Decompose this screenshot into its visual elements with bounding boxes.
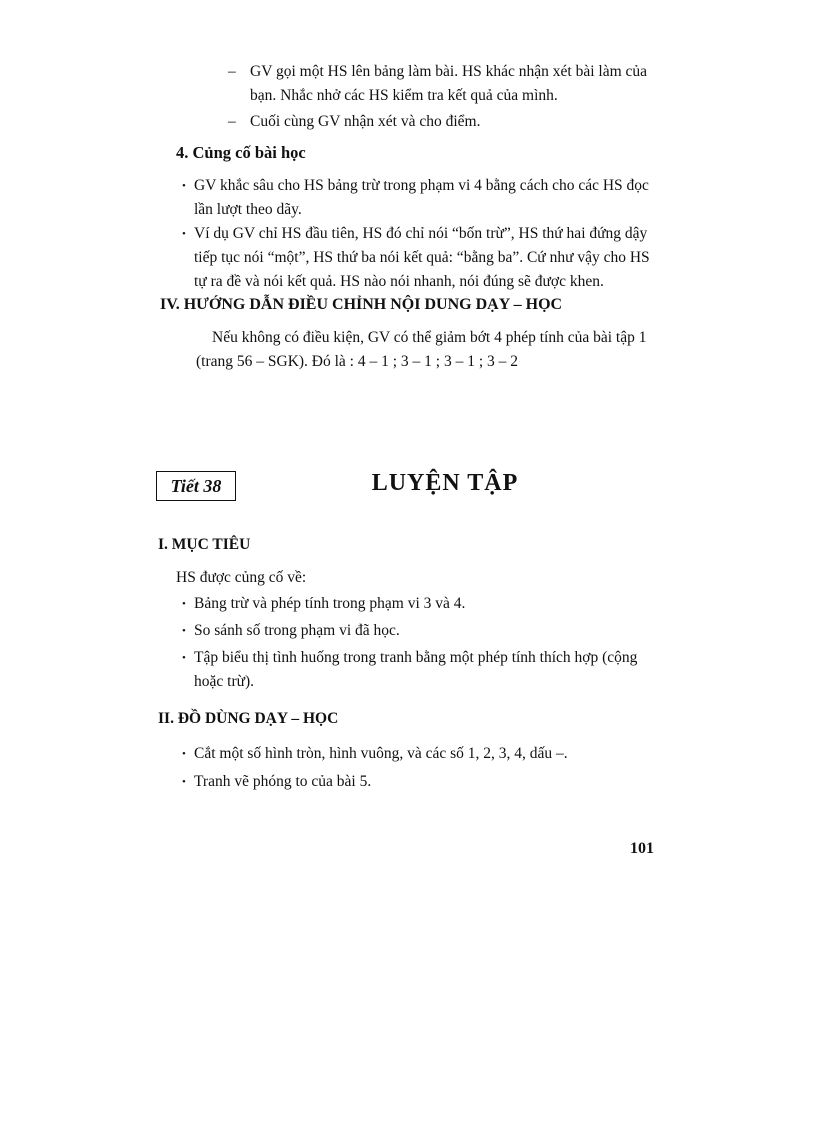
list-item: • GV khắc sâu cho HS bảng trừ trong phạm… (182, 174, 660, 222)
list-item: • Tập biểu thị tình huống trong tranh bằ… (182, 646, 660, 694)
list-item-text: GV khắc sâu cho HS bảng trừ trong phạm v… (194, 177, 649, 218)
list-item: • Ví dụ GV chỉ HS đầu tiên, HS đó chỉ nó… (182, 222, 660, 294)
bullet-icon: • (182, 776, 186, 788)
dash-mark: – (228, 113, 236, 130)
section-4-heading: 4. Củng cố bài học (176, 143, 306, 162)
list-item-text: Ví dụ GV chỉ HS đầu tiên, HS đó chỉ nói … (194, 225, 650, 290)
list-item: • Cắt một số hình tròn, hình vuông, và c… (182, 742, 660, 766)
list-item: • Bảng trừ và phép tính trong phạm vi 3 … (182, 592, 660, 616)
dash-item: – GV gọi một HS lên bảng làm bài. HS khá… (228, 60, 660, 108)
lesson-number-box: Tiết 38 (156, 471, 236, 501)
dash-item-text: GV gọi một HS lên bảng làm bài. HS khác … (250, 63, 648, 104)
list-item-text: Tập biểu thị tình huống trong tranh bằng… (194, 649, 638, 690)
list-item-text: Cắt một số hình tròn, hình vuông, và các… (194, 745, 568, 762)
bullet-icon: • (182, 598, 186, 610)
bullet-icon: • (182, 652, 186, 664)
lesson-title: LUYỆN TẬP (371, 470, 519, 496)
section-i-heading: I. MỤC TIÊU (158, 536, 251, 553)
page-number: 101 (630, 840, 654, 857)
list-item-text: Bảng trừ và phép tính trong phạm vi 3 và… (194, 595, 466, 612)
dash-mark: – (228, 63, 236, 80)
bullet-icon: • (182, 625, 186, 637)
list-item: • So sánh số trong phạm vi đã học. (182, 619, 660, 643)
bullet-icon: • (182, 228, 186, 240)
list-item-text: Tranh vẽ phóng to của bài 5. (194, 773, 372, 790)
list-item-text: So sánh số trong phạm vi đã học. (194, 622, 400, 639)
dash-item-text: Cuối cùng GV nhận xét và cho điểm. (250, 113, 481, 130)
bullet-icon: • (182, 748, 186, 760)
bullet-icon: • (182, 180, 186, 192)
dash-item: – Cuối cùng GV nhận xét và cho điểm. (228, 110, 660, 134)
section-iv-heading: IV. HƯỚNG DẪN ĐIỀU CHỈNH NỘI DUNG DẠY – … (160, 296, 563, 313)
section-ii-heading: II. ĐỒ DÙNG DẠY – HỌC (158, 710, 339, 727)
section-i-intro: HS được củng cố về: (176, 569, 307, 586)
section-iv-paragraph: Nếu không có điều kiện, GV có thể giảm b… (196, 329, 647, 370)
lesson-number-label: Tiết 38 (170, 475, 222, 496)
list-item: • Tranh vẽ phóng to của bài 5. (182, 770, 660, 794)
